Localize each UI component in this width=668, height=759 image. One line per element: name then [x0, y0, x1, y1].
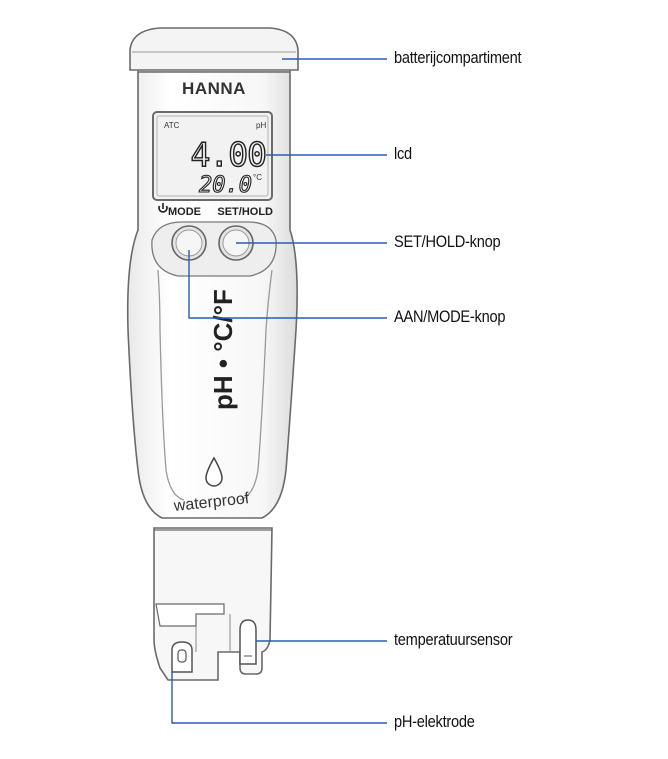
brand-logo: HANNA: [182, 79, 246, 98]
leader-on-mode: [188, 250, 387, 319]
lcd-main-reading: 4.00: [191, 135, 266, 174]
ph-electrode: [171, 641, 193, 673]
label-set-hold-button: SET/HOLD-knop: [394, 232, 501, 251]
atc-indicator: ATC: [164, 121, 180, 130]
set-hold-button-label: SET/HOLD: [217, 206, 273, 218]
body-print: pH • °C/°F: [208, 289, 238, 410]
label-ph-electrode: pH-elektrode: [394, 712, 475, 731]
label-temperature-sensor: temperatuursensor: [394, 630, 513, 649]
lcd-temperature-unit: °C: [253, 173, 262, 182]
lcd-temperature-reading: 20.0: [199, 173, 252, 198]
ph-indicator: pH: [256, 121, 266, 130]
lcd-display: ATC pH 4.00 20.0 °C: [152, 111, 273, 201]
water-drop-icon: [205, 456, 223, 487]
temperature-sensor: [239, 619, 257, 665]
power-icon: [158, 203, 168, 213]
leader-lines: [171, 58, 387, 724]
battery-cap: [129, 27, 299, 73]
label-battery-compartment: batterijcompartiment: [394, 48, 522, 67]
label-lcd: lcd: [394, 144, 412, 163]
label-on-mode-button: AAN/MODE-knop: [394, 307, 506, 326]
leader-ph-electrode: [171, 672, 387, 724]
mode-button-label: MODE: [168, 206, 201, 218]
